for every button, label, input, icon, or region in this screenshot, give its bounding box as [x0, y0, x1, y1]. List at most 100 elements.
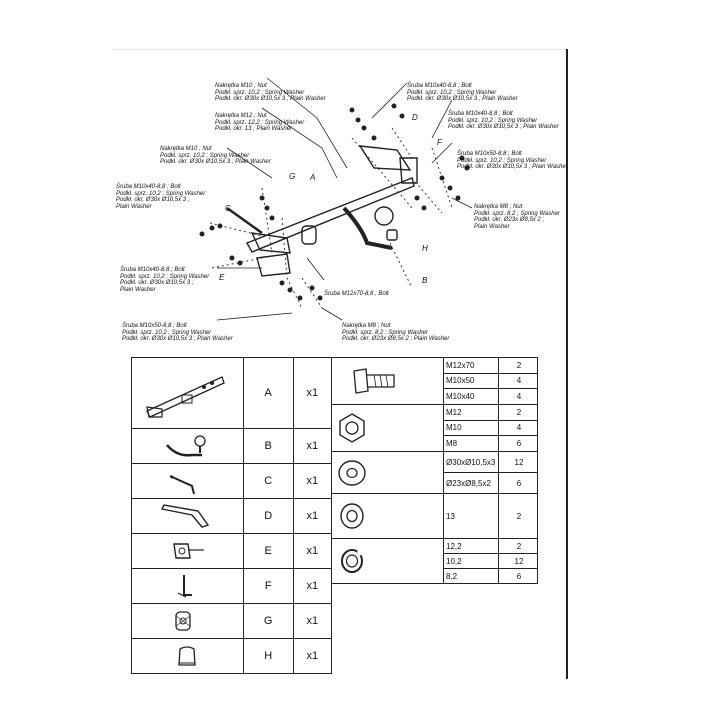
hardware-size: M12	[443, 404, 499, 421]
tow-ball-neck-icon	[166, 435, 206, 457]
part-letter-g: G	[242, 603, 294, 639]
hardware-image-bolt	[331, 357, 444, 405]
part-image-c	[131, 463, 244, 499]
tow-neck-shape	[342, 206, 393, 250]
table-row: 13 2	[331, 493, 538, 539]
side-bracket-icon	[160, 504, 210, 528]
part-letter-d: D	[242, 498, 294, 534]
tow-bar-crossbeam-icon	[146, 376, 225, 418]
ball-cap-icon	[178, 646, 196, 666]
callout-bolt-m12x70: Śruba M12x70-8,8 ; Bolt	[324, 291, 389, 297]
hardware-size: M10x40	[443, 388, 499, 405]
part-qty-f: x1	[292, 568, 333, 604]
right-border	[566, 49, 568, 679]
hardware-size: Ø30xØ10,5x3	[443, 451, 499, 473]
table-row: Ø30xØ10,5x3 12	[331, 451, 538, 494]
hardware-image-spring-washer	[331, 538, 444, 584]
part-qty-d: x1	[292, 498, 333, 534]
hardware-qty: 6	[498, 435, 538, 452]
diagram-letter-e: E	[219, 273, 225, 282]
part-qty-a: x1	[292, 357, 333, 429]
part-letter-c: C	[242, 463, 294, 499]
hardware-image-plain-washer-13	[331, 493, 444, 539]
table-row: M10x40 4	[332, 388, 538, 405]
hardware-size: M12x70	[443, 357, 499, 374]
part-image-a	[131, 357, 244, 429]
diagram-letter-g: G	[289, 172, 296, 181]
crossbeam-end-left	[250, 232, 291, 254]
part-qty-e: x1	[292, 533, 333, 569]
hardware-image-plain-washer	[331, 451, 444, 494]
top-rule	[112, 49, 567, 50]
hardware-qty: 12	[498, 451, 538, 473]
hardware-size: M10x50	[443, 372, 499, 390]
table-row: D x1	[131, 498, 333, 534]
plain-washer-icon	[338, 459, 366, 486]
part-qty-g: x1	[292, 603, 333, 639]
table-row: M10x50 4	[332, 372, 538, 390]
part-image-g	[131, 603, 244, 639]
hardware-size: Ø23xØ8,5x2	[443, 472, 499, 494]
nut-icon	[339, 413, 365, 443]
hardware-qty: 2	[498, 538, 538, 554]
hardware-qty: 12	[498, 553, 538, 569]
part-image-d	[131, 498, 244, 534]
hardware-qty: 2	[498, 404, 538, 421]
hardware-qty: 4	[498, 419, 538, 437]
part-image-b	[131, 428, 244, 464]
table-row: M10 4	[332, 419, 538, 437]
bracket-d-shape	[358, 145, 412, 171]
assembly-drawing	[199, 77, 473, 321]
table-row: H x1	[131, 638, 333, 674]
diagram-letter-c: C	[225, 204, 231, 213]
hardware-qty: 2	[498, 493, 538, 539]
hardware-size: 12,2	[443, 538, 499, 554]
table-row: M12x70 2	[331, 357, 538, 405]
socket-plate-icon	[173, 543, 204, 559]
part-image-f	[131, 568, 244, 604]
table-row: G x1	[131, 603, 333, 639]
parts-table: A x1 B x1 C x1 D x1	[131, 357, 333, 674]
diagram-letter-h: H	[422, 244, 428, 253]
hardware-qty: 6	[498, 472, 538, 494]
part-image-e	[131, 533, 244, 569]
part-qty-h: x1	[292, 638, 333, 674]
hardware-qty: 4	[498, 372, 538, 390]
table-row: F x1	[131, 568, 333, 604]
hardware-size: 8,2	[443, 568, 499, 584]
bracket-f-shape	[399, 157, 418, 184]
guard-g-shape	[301, 225, 317, 245]
part-letter-h: H	[242, 638, 294, 674]
table-row: B x1	[131, 428, 333, 464]
part-letter-f: F	[242, 568, 294, 604]
diagram-letter-f: F	[437, 138, 442, 147]
tow-ball-shape	[374, 206, 394, 226]
hardware-size: 10,2	[443, 553, 499, 569]
hardware-qty: 6	[498, 568, 538, 584]
hardware-image-nut	[331, 404, 444, 452]
angle-bracket-icon	[177, 575, 192, 598]
hardware-size: M8	[443, 435, 499, 452]
hardware-table: M12x70 2 M10x50 4 M10x40 4 M12 2 M10 4 M…	[331, 357, 538, 584]
part-letter-b: B	[242, 428, 294, 464]
part-letter-a: A	[242, 357, 294, 429]
table-row: M8 6	[332, 435, 538, 452]
table-row: 8,2 6	[332, 568, 538, 584]
spring-washer-icon	[341, 549, 363, 573]
bolt-icon	[353, 368, 395, 394]
hardware-qty: 2	[498, 357, 538, 374]
crossbeam-shape	[246, 177, 415, 253]
table-row: A x1	[131, 357, 333, 429]
table-row: Ø23xØ8,5x2 6	[332, 472, 538, 494]
hardware-size: M10	[443, 419, 499, 437]
hardware-qty: 4	[498, 388, 538, 405]
